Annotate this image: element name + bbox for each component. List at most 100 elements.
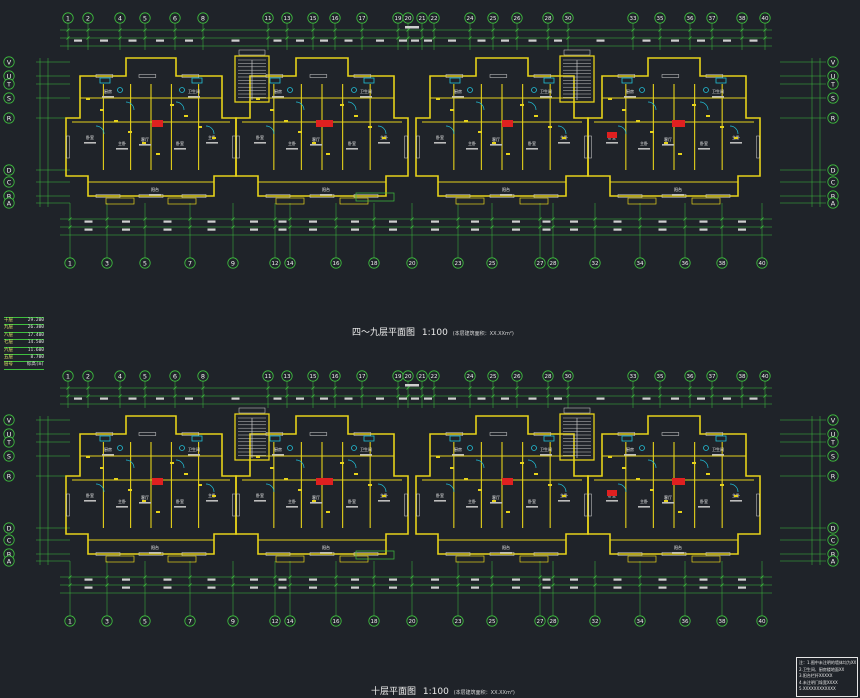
axis-bubble-label: C — [831, 178, 836, 186]
dimension-tick — [456, 583, 460, 587]
axis-bubble-label: 16 — [333, 261, 340, 267]
dimension-tick — [688, 28, 692, 32]
axis-bubble-label: 34 — [637, 261, 644, 267]
axis-bubble-circle — [452, 615, 464, 627]
axis-bubble-circle — [827, 78, 839, 90]
window — [236, 493, 240, 517]
door-swing — [647, 101, 657, 111]
axis-bubble-label: 20 — [409, 261, 416, 267]
axis-bubble-label: 3 — [105, 617, 109, 625]
furniture-mark — [212, 137, 216, 139]
dimension-label-mark — [658, 220, 667, 223]
window — [588, 135, 592, 159]
axis-bubble-circle — [227, 615, 239, 627]
axis-bubble-label: D — [6, 166, 11, 174]
dimension-label-mark — [570, 578, 578, 581]
dimension-tick — [118, 386, 122, 390]
dimension-tick — [546, 36, 550, 40]
axis-bubble-top: 38 — [736, 370, 748, 382]
dimension-tick — [566, 386, 570, 390]
room-label: 卫生间 — [540, 88, 552, 94]
door-swing — [205, 483, 215, 493]
axis-bubble-circle — [3, 78, 15, 90]
axis-bubble-label: 27 — [537, 619, 544, 625]
red-tag — [316, 478, 328, 485]
axis-bubble-label: 15 — [310, 16, 317, 22]
balcony — [275, 555, 305, 563]
dimension-tick — [720, 583, 724, 587]
dimension-label-mark — [100, 39, 108, 42]
window — [95, 194, 121, 198]
axis-bubble-circle — [827, 534, 839, 546]
dimension-label-mark — [658, 228, 667, 231]
window — [445, 552, 471, 556]
axis-bubble-top: 21 — [416, 12, 428, 24]
red-tag — [152, 120, 163, 127]
sanitary-fixture — [543, 77, 555, 84]
furniture-mark — [678, 153, 682, 155]
dimension-tick — [538, 225, 542, 229]
window — [705, 74, 724, 78]
axis-bubble-circle — [406, 257, 418, 269]
sanitary-fixture — [449, 77, 461, 84]
dimension-tick — [288, 225, 292, 229]
note-line: 4.未注明门垛宽XXXX — [799, 679, 838, 685]
axis-bubble-top: 4 — [114, 370, 126, 382]
dimension-tick — [334, 225, 338, 229]
axis-bubble-label: 40 — [759, 619, 766, 625]
furniture-mark — [86, 98, 90, 100]
balcony — [519, 197, 549, 205]
axis-bubble-right: D — [827, 164, 839, 176]
window — [236, 135, 240, 159]
axis-bubble-circle — [406, 615, 418, 627]
door-swing — [295, 101, 305, 111]
dimension-tick — [266, 36, 270, 40]
room-area-mark — [434, 142, 446, 144]
dimension-tick — [86, 386, 90, 390]
room-area-mark — [712, 454, 724, 456]
door-swing — [617, 125, 627, 135]
axis-bubble-label: D — [830, 166, 835, 174]
axis-bubble-label: 25 — [490, 16, 497, 22]
axis-bubble-bottom: 5 — [139, 257, 151, 269]
dimension-tick — [566, 28, 570, 32]
axis-bubble-left: S — [3, 450, 15, 462]
axis-bubble-left: T — [3, 436, 15, 448]
window — [489, 432, 508, 436]
room-label: 卧室 — [528, 140, 536, 146]
room-label: 阳台 — [674, 186, 682, 192]
window — [661, 432, 680, 436]
axis-bubble-top: 37 — [706, 12, 718, 24]
axis-bubble-circle — [3, 555, 15, 567]
dimension-tick — [360, 28, 364, 32]
axis-bubble-circle — [827, 450, 839, 462]
axis-bubble-label: 27 — [537, 261, 544, 267]
sanitary-fixture — [99, 435, 111, 442]
apartment-unit: 卧室主卧客厅卧室主卧厨房卫生间阳台 — [587, 57, 761, 205]
room-label: 卧室 — [700, 140, 708, 146]
axis-bubble-circle — [62, 370, 74, 382]
dimension-tick — [740, 36, 744, 40]
furniture-mark — [170, 104, 174, 106]
sanitary-fixture — [99, 77, 111, 84]
dimension-label-mark — [122, 586, 130, 589]
dimension-tick — [490, 225, 494, 229]
axis-bubble-top: 15 — [307, 370, 319, 382]
furniture-mark — [354, 473, 358, 475]
dimension-label-mark — [570, 220, 578, 223]
furniture-mark — [368, 126, 372, 128]
dimension-label-mark — [250, 228, 258, 231]
furniture-mark — [198, 126, 202, 128]
axis-bubble-circle — [101, 257, 113, 269]
axis-bubble-label: T — [6, 438, 11, 446]
window — [563, 407, 591, 414]
dimension-tick — [201, 386, 205, 390]
room-area-mark — [310, 144, 322, 146]
room-area-mark — [272, 454, 284, 456]
dimension-label-mark — [613, 220, 622, 223]
room-area-mark — [84, 142, 96, 144]
dimension-tick — [143, 386, 147, 390]
dimension-tick — [593, 575, 597, 579]
room-label: 阳台 — [151, 186, 159, 192]
